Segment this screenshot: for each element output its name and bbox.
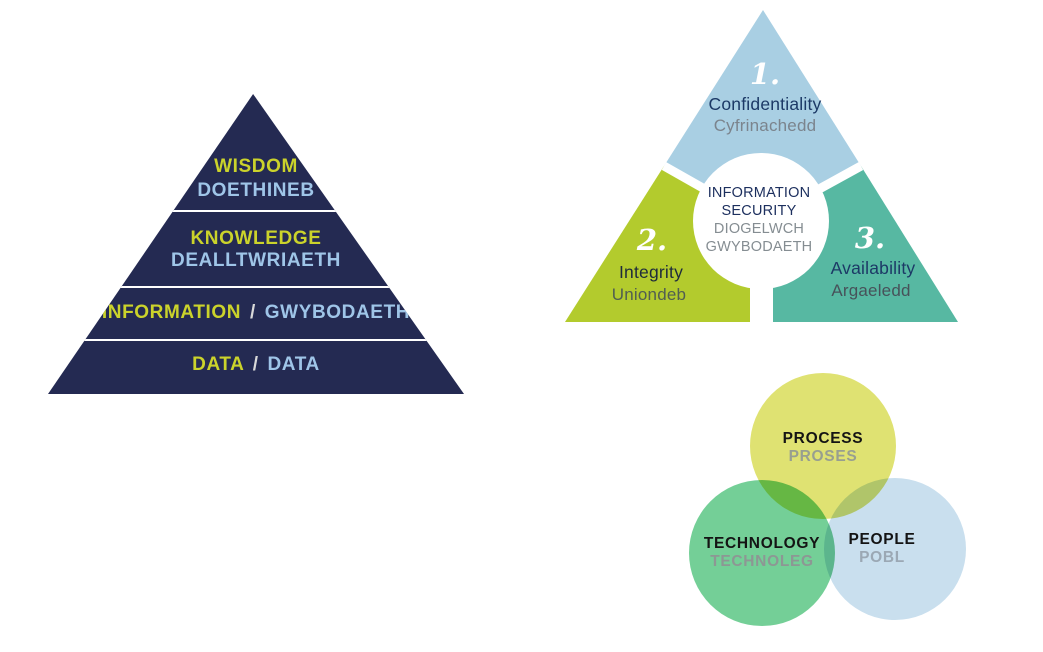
pyramid-level-information-welsh: GWYBODAETH [264,302,411,323]
integrity-number: 2. [636,223,667,257]
pyramid-divider [48,286,464,288]
process-welsh-label: PROSES [788,448,858,465]
slash-separator: / [250,302,256,323]
confidentiality-label: Confidentiality [709,94,822,114]
information-security-welsh-line2: GWYBODAETH [706,239,813,255]
technology-label: TECHNOLOGY [703,535,821,552]
people-welsh-label: POBL [859,549,905,566]
pyramid-level-information-english: INFORMATION [101,302,242,323]
availability-label: Availability [831,258,916,278]
availability-number: 3. [855,221,885,255]
process-circle [750,373,896,519]
information-security-welsh-line1: DIOGELWCH [714,221,804,237]
pyramid-divider [48,339,464,341]
technology-label-group: TECHNOLOGY TECHNOLEG [677,535,847,571]
people-circle [824,478,966,620]
technology-circle [689,480,835,626]
people-label: PEOPLE [848,531,916,548]
cia-triad-diagram: 1. Confidentiality Cyfrinachedd 2. Integ… [565,10,958,322]
pyramid-level-information: INFORMATION / GWYBODAETH [48,302,464,323]
process-label-group: PROCESS PROSES [738,430,908,466]
pyramid-level-knowledge-welsh: DEALLTWRIAETH [171,250,341,271]
pyramid-level-data-english: DATA [192,354,244,375]
technology-welsh-label: TECHNOLEG [710,553,814,570]
people-label-group: PEOPLE POBL [797,531,967,567]
center-circle [693,153,829,289]
pyramid-level-data-welsh: DATA [267,354,320,375]
pyramid-level-data: DATA / DATA [48,354,464,375]
availability-welsh-label: Argaeledd [831,281,910,300]
process-label: PROCESS [782,430,864,447]
integrity-welsh-label: Uniondeb [612,285,686,304]
pyramid-level-knowledge: KNOWLEDGE [190,228,322,249]
slash-separator: / [252,354,259,375]
information-security-line2: SECURITY [722,203,797,219]
integrity-label: Integrity [619,262,683,282]
pyramid-level-wisdom: WISDOM [214,156,298,177]
confidentiality-welsh-label: Cyfrinachedd [714,116,817,135]
pyramid-divider [48,210,464,212]
dikw-pyramid: WISDOM DOETHINEB KNOWLEDGE DEALLTWRIAETH… [48,94,464,394]
pyramid-level-wisdom-welsh: DOETHINEB [197,180,315,201]
confidentiality-number: 1. [750,57,780,91]
confidentiality-segment [664,10,861,221]
information-security-line1: INFORMATION [708,185,811,201]
